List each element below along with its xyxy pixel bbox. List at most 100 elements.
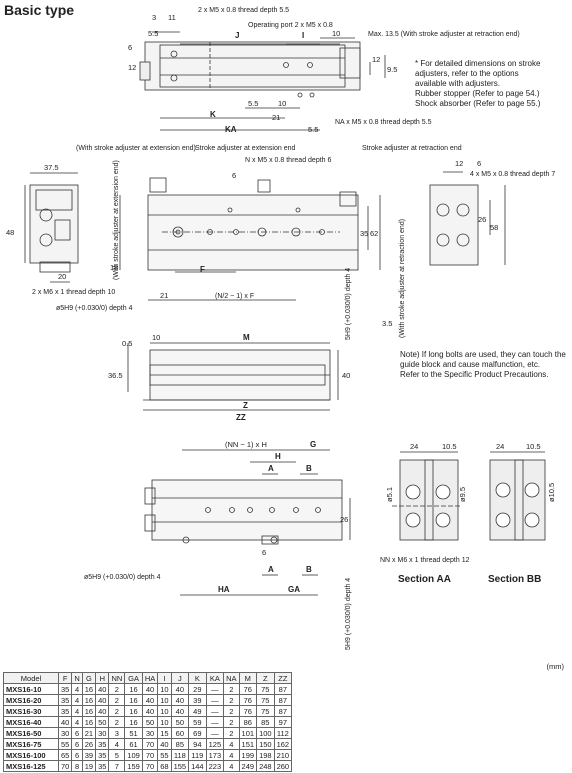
table-cell: 4 bbox=[71, 694, 83, 706]
table-cell: 10 bbox=[157, 716, 172, 728]
table-cell: 260 bbox=[273, 760, 293, 772]
col-header: H bbox=[95, 672, 110, 684]
bolt-note: Note) If long bolts are used, they can t… bbox=[400, 350, 570, 380]
table-cell: 8 bbox=[71, 760, 83, 772]
table-cell: 68 bbox=[157, 760, 172, 772]
dim-3-5: 3.5 bbox=[382, 319, 392, 328]
table-cell: 119 bbox=[188, 749, 207, 761]
table-cell: 70 bbox=[141, 760, 159, 772]
note-line-4: Rubber stopper (Refer to page 54.) bbox=[415, 89, 540, 98]
table-cell: 10 bbox=[157, 694, 172, 706]
dim-21-mid: 21 bbox=[160, 291, 168, 300]
end-view-left bbox=[24, 172, 79, 283]
table-cell: 87 bbox=[273, 694, 293, 706]
table-cell: 109 bbox=[124, 749, 143, 761]
table-cell: — bbox=[205, 716, 225, 728]
dim-K: K bbox=[210, 110, 216, 119]
table-cell: 61 bbox=[124, 738, 143, 750]
table-cell: 151 bbox=[238, 738, 258, 750]
table-cell: 2 bbox=[108, 705, 126, 717]
model-cell: MXS16-100 bbox=[3, 749, 59, 761]
top-view bbox=[139, 31, 386, 131]
table-cell: 76 bbox=[238, 683, 258, 695]
dim-36-5: 36.5 bbox=[108, 371, 123, 380]
dimension-table: Model F N G H NN GA HA I J K KA NA M Z Z… bbox=[3, 672, 293, 772]
dim-26: 26 bbox=[478, 215, 486, 224]
dim-0-5: 0.5 bbox=[122, 339, 132, 348]
dim-35: 35 bbox=[360, 229, 368, 238]
dim-M: M bbox=[243, 333, 250, 342]
table-cell: 69 bbox=[188, 727, 207, 739]
col-header: HA bbox=[141, 672, 159, 684]
table-cell: 76 bbox=[238, 705, 258, 717]
table-cell: 16 bbox=[81, 716, 97, 728]
table-cell: 155 bbox=[170, 760, 190, 772]
table-cell: 4 bbox=[108, 738, 126, 750]
note-line-2: adjusters, refer to the options bbox=[415, 69, 519, 78]
table-cell: 97 bbox=[273, 716, 293, 728]
dim-10-5-aa: 10.5 bbox=[442, 442, 457, 451]
dim-11: 11 bbox=[168, 13, 176, 22]
section-bb-title: Section BB bbox=[488, 574, 541, 585]
table-cell: 76 bbox=[238, 694, 258, 706]
table-cell: 30 bbox=[95, 727, 110, 739]
dim-H: H bbox=[275, 452, 281, 461]
dim-Z: Z bbox=[243, 401, 248, 410]
technical-drawing: 3 11 5.5 6 12 J I 10 12 9.5 K KA 5.5 10 … bbox=[6, 7, 556, 650]
table-cell: 59 bbox=[188, 716, 207, 728]
table-cell: 4 bbox=[71, 716, 83, 728]
col-header: KA bbox=[205, 672, 225, 684]
label-phi5h9-bottom: ø5H9 (+0.030/0) depth 4 bbox=[84, 574, 161, 581]
dim-I: I bbox=[302, 31, 304, 40]
label-adj-ext: (With stroke adjuster at extension end) bbox=[76, 145, 196, 152]
dim-18: 18 bbox=[110, 263, 118, 272]
table-cell: 40 bbox=[170, 683, 190, 695]
table-cell: 50 bbox=[170, 716, 190, 728]
dim-62: 62 bbox=[370, 229, 378, 238]
table-cell: 125 bbox=[205, 738, 225, 750]
dim-10: 10 bbox=[332, 29, 340, 38]
label-m5-right: 4 x M5 x 0.8 thread depth 7 bbox=[470, 171, 555, 178]
label-h9-depth-mid: 5H9 (+0.030/0) depth 4 bbox=[345, 268, 352, 340]
table-cell: 40 bbox=[141, 694, 159, 706]
table-cell: 10 bbox=[157, 683, 172, 695]
label-formula: (N/2 − 1) x F bbox=[215, 293, 254, 300]
table-cell: 50 bbox=[95, 716, 110, 728]
dim-6-bottom: 6 bbox=[262, 548, 266, 557]
table-cell: 55 bbox=[57, 738, 73, 750]
table-cell: 87 bbox=[273, 705, 293, 717]
table-cell: 35 bbox=[57, 705, 73, 717]
table-cell: 159 bbox=[124, 760, 143, 772]
table-cell: 19 bbox=[81, 760, 97, 772]
table-cell: 2 bbox=[223, 716, 240, 728]
dim-HA: HA bbox=[218, 585, 230, 594]
table-cell: 150 bbox=[256, 738, 275, 750]
table-cell: 50 bbox=[141, 716, 159, 728]
section-bb bbox=[489, 451, 546, 541]
table-cell: 87 bbox=[273, 683, 293, 695]
page-title: Basic type bbox=[4, 2, 75, 18]
table-cell: 4 bbox=[71, 705, 83, 717]
col-header: ZZ bbox=[273, 672, 293, 684]
table-cell: 10 bbox=[157, 705, 172, 717]
col-header: J bbox=[170, 672, 190, 684]
table-cell: 35 bbox=[95, 738, 110, 750]
dim-40: 40 bbox=[342, 371, 350, 380]
table-cell: 2 bbox=[223, 705, 240, 717]
table-cell: — bbox=[205, 705, 225, 717]
dim-F: F bbox=[200, 265, 205, 274]
label-nn-thread: NN x M6 x 1 thread depth 12 bbox=[380, 557, 470, 564]
dim-10-5-bb: 10.5 bbox=[526, 442, 541, 451]
bolt-note-line-1: Note) If long bolts are used, they can t… bbox=[400, 350, 566, 359]
table-cell: 39 bbox=[188, 694, 207, 706]
col-header: NA bbox=[223, 672, 240, 684]
table-cell: 16 bbox=[124, 705, 143, 717]
table-cell: 7 bbox=[108, 760, 126, 772]
table-cell: 35 bbox=[95, 760, 110, 772]
table-cell: 2 bbox=[108, 694, 126, 706]
table-cell: 65 bbox=[57, 749, 73, 761]
dim-G: G bbox=[310, 440, 316, 449]
label-adj-ret-vertical: (With stroke adjuster at retraction end) bbox=[399, 219, 406, 338]
